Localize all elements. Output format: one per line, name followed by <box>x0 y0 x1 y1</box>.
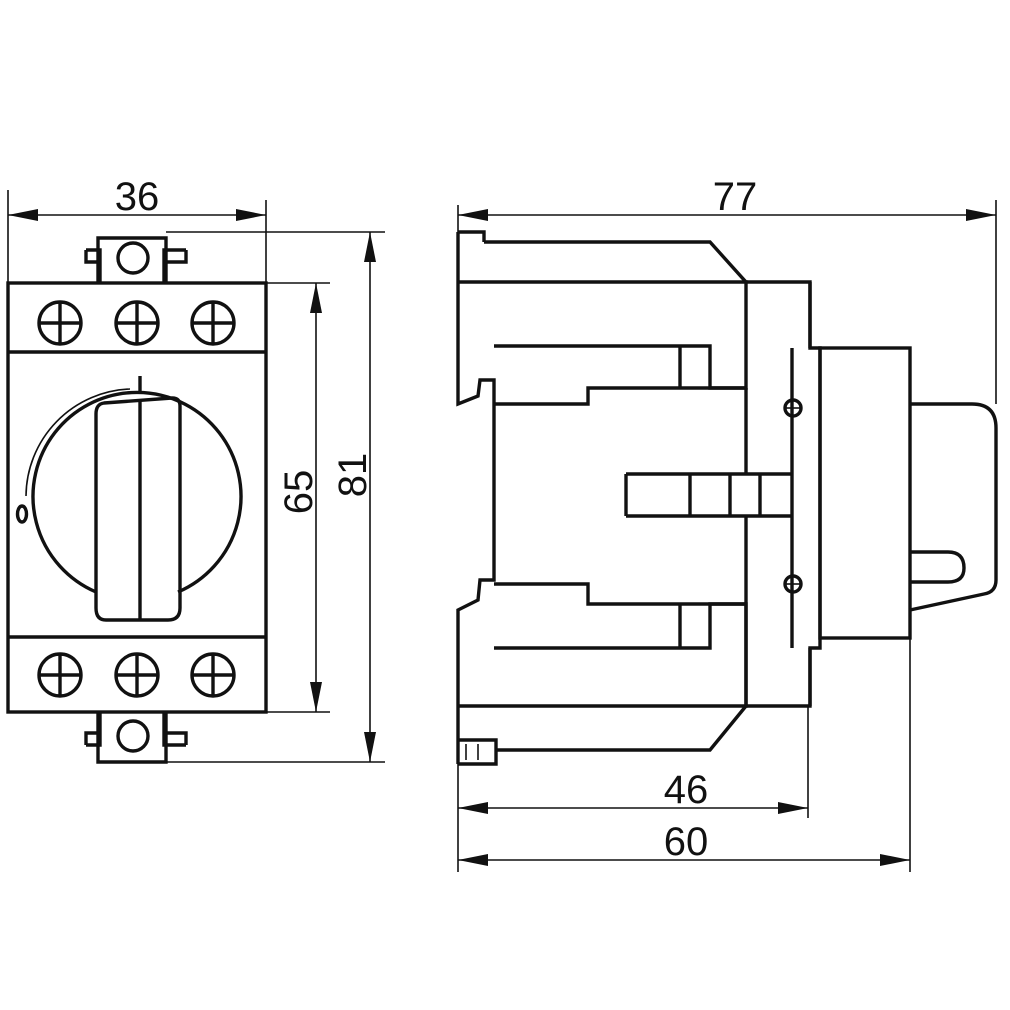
front-bezel <box>818 346 912 640</box>
mounting-screw-icon <box>783 574 803 594</box>
off-mark <box>15 504 29 524</box>
depth-mount-value: 46 <box>664 768 709 812</box>
side-view: 77 46 60 <box>456 175 998 872</box>
height-outer-value: 81 <box>331 453 375 498</box>
knob-grip <box>910 550 966 584</box>
width-value: 36 <box>115 175 160 219</box>
dimension-height-outer: 81 <box>166 231 385 763</box>
depth-total-value: 77 <box>713 175 758 219</box>
knob-profile <box>909 402 998 612</box>
depth-body-value: 60 <box>664 820 709 864</box>
top-din-clip <box>84 236 188 283</box>
terminal-screw-icon <box>37 300 83 346</box>
mounting-screw-icon <box>783 398 803 418</box>
dimension-depth-body: 60 <box>458 638 911 872</box>
terminal-screw-icon <box>37 652 83 698</box>
terminal-screw-icon <box>114 300 160 346</box>
terminal-screw-icon <box>190 652 236 698</box>
bottom-din-clip <box>84 712 188 764</box>
dimension-depth-total: 77 <box>457 175 997 404</box>
dimension-width: 36 <box>7 175 267 283</box>
terminal-screws-top <box>37 300 236 346</box>
front-view: 36 65 81 <box>6 175 385 764</box>
terminal-screw-icon <box>190 300 236 346</box>
din-rail-hook-bottom <box>458 738 498 766</box>
height-inner-value: 65 <box>277 470 321 515</box>
terminal-screw-icon <box>114 652 160 698</box>
dimension-depth-mount: 46 <box>457 706 809 872</box>
rotary-knob <box>15 376 243 622</box>
front-housing <box>6 281 268 714</box>
dimension-height-inner: 65 <box>266 282 330 713</box>
terminal-screws-bottom <box>37 652 236 698</box>
din-rail-hook-top <box>458 230 486 242</box>
